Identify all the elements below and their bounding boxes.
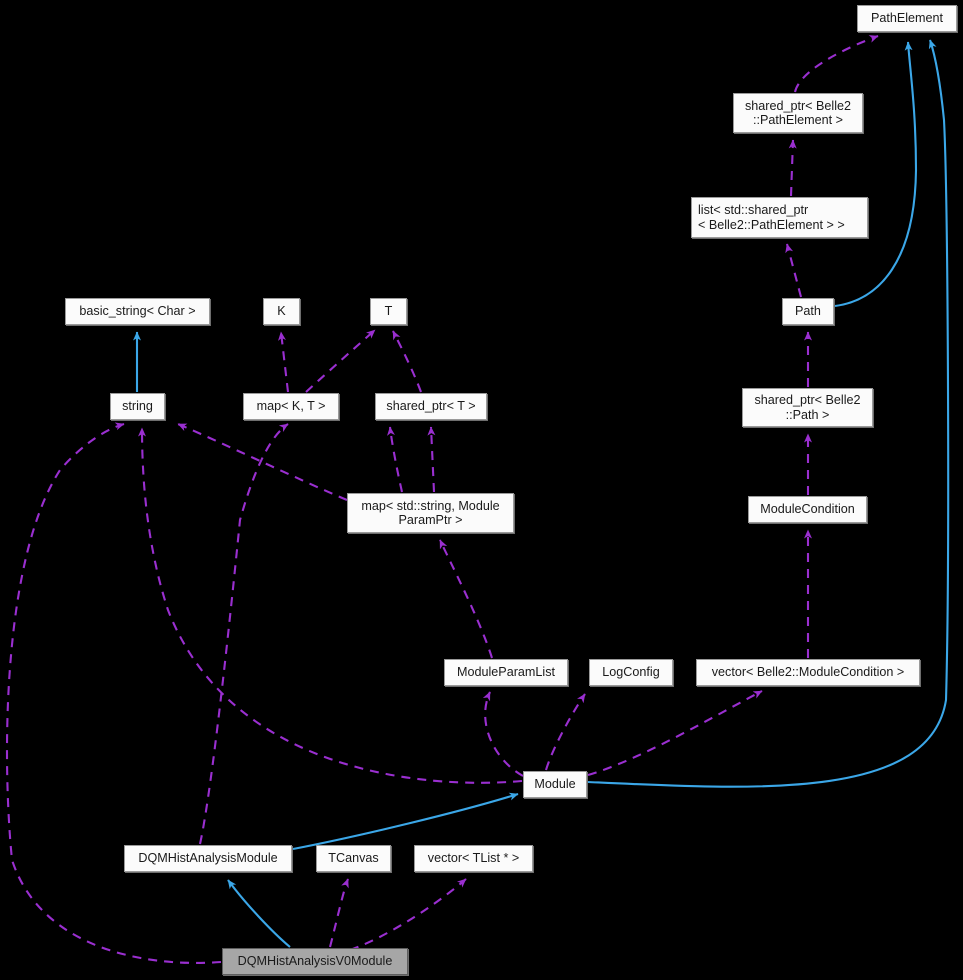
edge-dqmmodule-to-module [292, 792, 519, 851]
node-shared-ptr-path[interactable]: shared_ptr< Belle2 ::Path > [742, 388, 873, 427]
node-shared-ptr-pathelement[interactable]: shared_ptr< Belle2 ::PathElement > [733, 93, 863, 133]
node-label: T [384, 304, 393, 319]
node-basic-string[interactable]: basic_string< Char > [65, 298, 210, 325]
edge-mapstring-to-string [177, 423, 348, 501]
node-label: PathElement [870, 11, 944, 26]
edge-sp-t-to-t [392, 330, 422, 393]
node-logconfig[interactable]: LogConfig [589, 659, 673, 686]
node-modulecondition[interactable]: ModuleCondition [748, 496, 867, 523]
edge-v0module-to-dqmmodule [227, 879, 291, 948]
edge-module-to-vector-modulecondition [587, 690, 763, 777]
edge-module-to-logconfig [544, 693, 586, 771]
node-pathelement[interactable]: PathElement [857, 5, 957, 32]
edge-mapstring-to-sp-t [427, 426, 436, 493]
node-module[interactable]: Module [523, 771, 587, 798]
edge-path-to-list [785, 243, 803, 298]
node-label: string [122, 399, 153, 414]
node-path[interactable]: Path [782, 298, 834, 325]
edge-dqmmodule-to-string [198, 423, 289, 845]
node-label: K [277, 304, 286, 319]
edge-module-to-moduleparamlist [482, 691, 524, 777]
node-label: Path [795, 304, 821, 319]
node-dqmhistanalysismodule[interactable]: DQMHistAnalysisModule [124, 845, 292, 872]
node-label: vector< Belle2::ModuleCondition > [711, 665, 905, 680]
edge-module-to-string [138, 427, 523, 784]
edge-path-to-pathelement [834, 41, 918, 308]
node-label: DQMHistAnalysisModule [138, 851, 278, 866]
node-label: Module [534, 777, 576, 792]
node-label: ModuleParamList [457, 665, 555, 680]
node-label: TCanvas [328, 851, 379, 866]
edge-v0module-to-string [5, 422, 222, 964]
node-label: DQMHistAnalysisV0Module [237, 954, 393, 969]
node-k[interactable]: K [263, 298, 300, 325]
node-label: shared_ptr< Belle2 ::Path > [754, 393, 861, 422]
node-string[interactable]: string [110, 393, 165, 420]
edge-v0module-to-vector-tlist [349, 878, 467, 951]
node-label: LogConfig [602, 665, 660, 680]
node-shared-ptr-t[interactable]: shared_ptr< T > [375, 393, 487, 420]
node-label: map< K, T > [256, 399, 326, 414]
node-map-string-moduleparamptr[interactable]: map< std::string, Module ParamPtr > [347, 493, 514, 533]
node-label: list< std::shared_ptr < Belle2::PathElem… [698, 203, 845, 232]
edge-mapstring-to-mapkt [387, 426, 404, 493]
edge-map-to-k [278, 331, 290, 393]
node-map-k-t[interactable]: map< K, T > [243, 393, 339, 420]
edge-map-to-t [305, 329, 376, 393]
edge-list-to-sp-pathelement [788, 139, 797, 197]
node-vector-tlist[interactable]: vector< TList * > [414, 845, 533, 872]
edge-sp-pathelement-to-pathelement [793, 35, 879, 93]
node-label: vector< TList * > [427, 851, 520, 866]
node-moduleparamlist[interactable]: ModuleParamList [444, 659, 568, 686]
node-t[interactable]: T [370, 298, 407, 325]
node-list-shared-ptr-pathelement[interactable]: list< std::shared_ptr < Belle2::PathElem… [691, 197, 868, 238]
node-label: ModuleCondition [760, 502, 855, 517]
node-label: shared_ptr< Belle2 ::PathElement > [744, 98, 852, 128]
edge-moduleparamlist-to-mapstring [439, 539, 494, 659]
node-label: basic_string< Char > [79, 304, 196, 319]
node-dqmhistanalysisv0module[interactable]: DQMHistAnalysisV0Module [222, 948, 408, 975]
node-label: shared_ptr< T > [386, 399, 476, 414]
node-tcanvas[interactable]: TCanvas [316, 845, 391, 872]
node-label: map< std::string, Module ParamPtr > [361, 498, 500, 528]
edge-v0module-to-tcanvas [328, 878, 349, 948]
node-vector-modulecondition[interactable]: vector< Belle2::ModuleCondition > [696, 659, 920, 686]
